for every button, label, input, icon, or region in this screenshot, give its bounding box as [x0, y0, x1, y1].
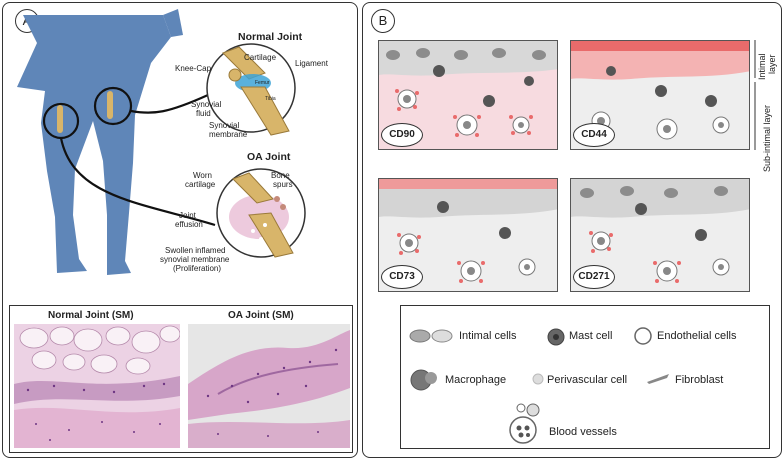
legend-intimal-cells: Intimal cells — [459, 330, 517, 342]
femur-label: Femur — [255, 80, 270, 86]
tissue-label-cd73: CD73 — [381, 265, 423, 289]
swollen-membrane-label-3: (Proliferation) — [173, 264, 222, 273]
ligament-label: Ligament — [295, 59, 328, 68]
worn-cartilage-label-1: Worn — [193, 171, 212, 180]
legend-fibroblast: Fibroblast — [675, 374, 724, 386]
tissue-cd90-drawing — [379, 41, 557, 149]
legend-macrophage: Macrophage — [445, 374, 507, 386]
bone-spurs-label-1: Bone — [271, 171, 290, 180]
endothelial-cells-icon — [634, 327, 652, 345]
synovial-membrane-label-1: Synovial — [209, 121, 240, 130]
panel-a: A Normal Joint Knee-Cap Cartilage Ligame… — [2, 2, 358, 458]
joint-callout-normal-small — [93, 86, 133, 126]
legend-mast-cell: Mast cell — [569, 330, 613, 342]
tissue-cd73-drawing — [379, 179, 557, 291]
cartilage-label: Cartilage — [244, 53, 277, 62]
legend-blood-vessels: Blood vessels — [549, 426, 617, 438]
fibroblast-icon — [647, 374, 669, 384]
swollen-membrane-label-1: Swollen inflamed — [165, 246, 226, 255]
normal-joint-micrograph — [14, 324, 180, 448]
synovial-membrane-label-2: membrane — [209, 130, 248, 139]
tissue-cd44: CD44 — [570, 40, 750, 150]
tissue-cd271-drawing — [571, 179, 749, 291]
tissue-label-cd90: CD90 — [381, 123, 423, 147]
tissue-cd73: CD73 — [378, 178, 558, 292]
normal-micrograph-title: Normal Joint (SM) — [48, 310, 134, 321]
tibia-label: Tibia — [265, 96, 276, 102]
micrograph-box: Normal Joint (SM) OA Joint (SM) — [9, 305, 353, 453]
layer-bracket — [754, 40, 756, 150]
perivascular-cell-icon — [532, 373, 544, 385]
tissue-cd271: CD271 — [570, 178, 750, 292]
oa-joint-title: OA Joint — [247, 151, 291, 163]
oa-micrograph-title: OA Joint (SM) — [228, 310, 294, 321]
dog-legs-illustration — [17, 9, 306, 275]
legend-endothelial-cells: Endothelial cells — [657, 330, 737, 342]
oa-joint-micrograph — [188, 324, 350, 448]
panel-b-badge: B — [371, 9, 395, 33]
tissue-cd90: CD90 — [378, 40, 558, 150]
blood-vessels-icon — [509, 403, 540, 444]
synovial-fluid-label-1: Synovial — [191, 100, 222, 109]
intimal-layer-label-2: layer — [767, 54, 777, 74]
cell-legend: Intimal cells Mast cell Endothelial cell… — [400, 305, 770, 449]
intimal-layer-label-1: Intimal — [757, 53, 767, 80]
knee-cap-label: Knee-Cap — [175, 64, 212, 73]
legend-perivascular-cell: Perivascular cell — [547, 374, 628, 386]
worn-cartilage-label-2: cartilage — [185, 180, 216, 189]
swollen-membrane-label-2: synovial membrane — [160, 255, 230, 264]
sub-intimal-layer-label: Sub-intimal layer — [762, 104, 772, 172]
joint-effusion-label-1: Joint — [179, 211, 196, 220]
intimal-cells-icon — [409, 329, 453, 343]
tissue-label-cd44: CD44 — [573, 123, 615, 147]
synovial-fluid-label-2: fluid — [196, 109, 211, 118]
tissue-label-cd271: CD271 — [573, 265, 615, 289]
bone-spurs-label-2: spurs — [273, 180, 293, 189]
mast-cell-icon — [547, 328, 565, 346]
macrophage-icon — [410, 369, 437, 391]
normal-joint-title: Normal Joint — [238, 31, 303, 43]
joint-effusion-label-2: effusion — [175, 220, 203, 229]
